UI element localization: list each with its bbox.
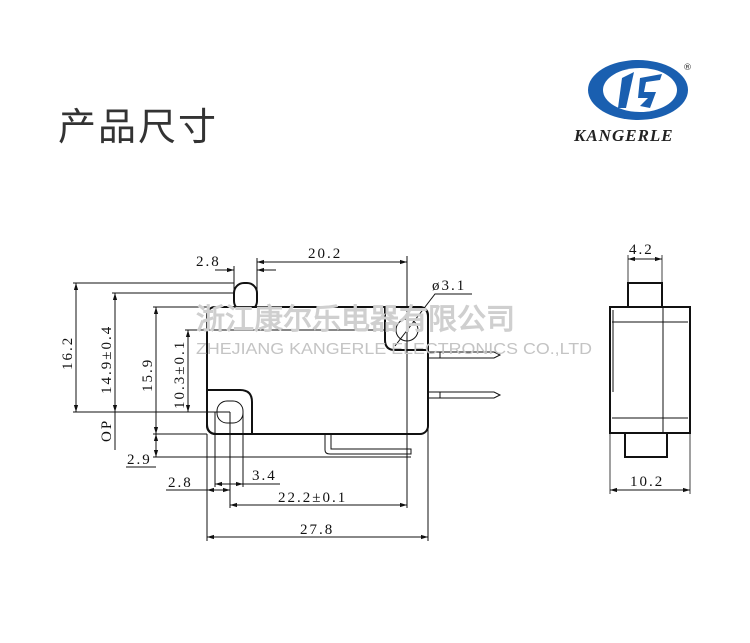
dim-side-button-width: 4.2: [629, 242, 654, 258]
dim-body-height: 15.9: [140, 358, 156, 392]
registered-mark: ®: [683, 63, 692, 73]
switch-front-view: [206, 282, 502, 455]
brand-name: KANGERLE: [573, 126, 674, 145]
dimension-lines: [73, 259, 472, 540]
extension-lines: [73, 256, 429, 541]
page-title: 产品尺寸: [58, 105, 219, 149]
dim-top-button-width: 2.8: [196, 254, 221, 270]
kangerle-logo: ® KANGERLE: [573, 60, 692, 145]
dim-total-height: 16.2: [60, 336, 76, 370]
dim-button-to-hole: 20.2: [308, 246, 342, 262]
side-dimension-lines: [609, 255, 691, 494]
dim-hole-spacing-h: 22.2±0.1: [278, 490, 347, 506]
dim-hole-width: 3.4: [252, 468, 277, 484]
switch-side-view: [609, 282, 691, 458]
dim-side-body-width: 10.2: [630, 474, 664, 490]
dim-op-height: 14.9±0.4: [99, 325, 115, 394]
op-label: OP: [99, 419, 115, 442]
dim-lever-offset: 2.9: [127, 452, 152, 468]
dim-hole-spacing-v: 10.3±0.1: [172, 340, 188, 409]
dim-edge-to-hole: 2.8: [168, 475, 193, 491]
dim-body-length: 27.8: [300, 522, 334, 538]
dim-hole-diameter: ø3.1: [432, 278, 466, 294]
